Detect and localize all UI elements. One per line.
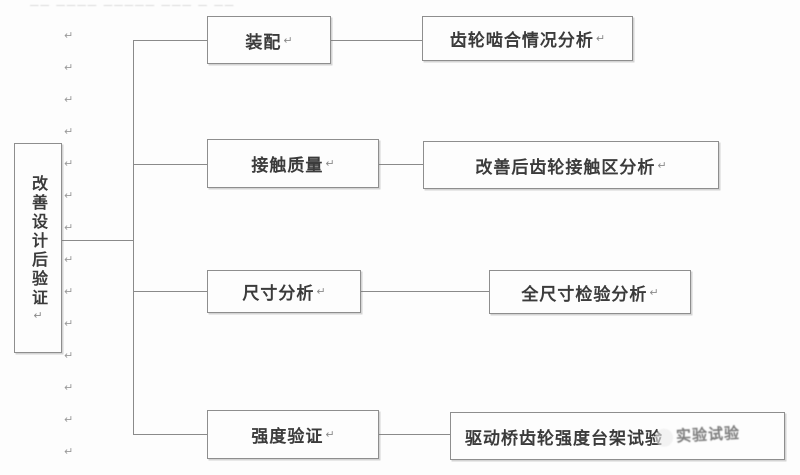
connector-trunk-to-stage-3 <box>133 291 208 292</box>
node-stage-strength-verification-cr: ↵ <box>325 428 335 441</box>
node-stage-contact-quality[interactable]: 接触质量↵ <box>207 139 379 188</box>
connector-stage-2-to-detail-2 <box>378 164 424 165</box>
node-detail-axle-gear-bench-test[interactable]: 驱动桥齿轮强度台架试验 <box>450 412 785 460</box>
node-detail-gear-mesh-analysis-label: 齿轮啮合情况分析 <box>449 31 594 51</box>
node-stage-dimension-analysis[interactable]: 尺寸分析↵ <box>207 270 361 313</box>
node-stage-assembly-cr: ↵ <box>283 33 293 47</box>
paragraph-mark: ↵ <box>64 157 74 170</box>
paragraph-mark: ↵ <box>64 29 74 42</box>
node-detail-gear-mesh-analysis[interactable]: 齿轮啮合情况分析↵ <box>422 16 633 61</box>
paragraph-mark: ↵ <box>64 93 74 106</box>
node-root-label: 改善设计后验证 <box>29 175 48 308</box>
connector-trunk <box>133 40 134 435</box>
node-detail-full-dimension-inspection-cr: ↵ <box>649 285 659 299</box>
node-stage-contact-quality-cr: ↵ <box>325 157 335 170</box>
connector-stage-1-to-detail-1 <box>330 40 423 41</box>
connector-root-stem <box>62 240 134 241</box>
node-detail-contact-zone-analysis[interactable]: 改善后齿轮接触区分析↵ <box>423 141 719 189</box>
paragraph-mark: ↵ <box>64 317 74 330</box>
node-stage-dimension-analysis-label: 尺寸分析 <box>242 284 315 304</box>
node-detail-full-dimension-inspection[interactable]: 全尺寸检验分析↵ <box>489 270 691 314</box>
paragraph-mark: ↵ <box>64 61 74 74</box>
connector-trunk-to-stage-2 <box>133 164 208 165</box>
paragraph-mark: ↵ <box>64 221 74 234</box>
node-detail-contact-zone-analysis-label: 改善后齿轮接触区分析 <box>475 157 656 178</box>
paragraph-mark: ↵ <box>64 445 74 458</box>
paragraph-mark: ↵ <box>64 285 74 298</box>
paragraph-mark: ↵ <box>64 189 74 202</box>
node-detail-gear-mesh-analysis-cr: ↵ <box>595 32 606 45</box>
node-root[interactable]: 改善设计后验证↵ <box>14 143 62 353</box>
node-stage-contact-quality-label: 接触质量 <box>251 156 324 176</box>
paragraph-mark: ↵ <box>64 413 74 426</box>
node-stage-strength-verification[interactable]: 强度验证↵ <box>207 410 379 459</box>
node-stage-dimension-analysis-cr: ↵ <box>316 285 326 298</box>
node-detail-axle-gear-bench-test-label: 驱动桥齿轮强度台架试验 <box>465 428 663 449</box>
paragraph-mark: ↵ <box>64 381 74 394</box>
node-detail-full-dimension-inspection-label: 全尺寸检验分析 <box>521 284 648 305</box>
connector-stage-3-to-detail-3 <box>360 291 489 292</box>
paragraph-mark: ↵ <box>64 349 74 362</box>
paragraph-mark: ↵ <box>64 253 74 266</box>
node-stage-assembly[interactable]: 装配↵ <box>207 16 331 64</box>
top-cut-text: ▁▁ ▁▁▁▁ ▁▁▁▁▁ ▁▁▁ ▁ ▁▁ <box>30 0 270 6</box>
node-stage-strength-verification-label: 强度验证 <box>251 427 324 447</box>
paragraph-mark: ↵ <box>64 125 74 138</box>
node-detail-contact-zone-analysis-cr: ↵ <box>657 158 667 172</box>
connector-stage-4-to-detail-4 <box>378 434 450 435</box>
node-root-cr: ↵ <box>33 309 43 322</box>
node-stage-assembly-label: 装配 <box>245 32 282 53</box>
connector-trunk-to-stage-4 <box>133 434 208 435</box>
connector-trunk-to-stage-1 <box>133 40 207 41</box>
